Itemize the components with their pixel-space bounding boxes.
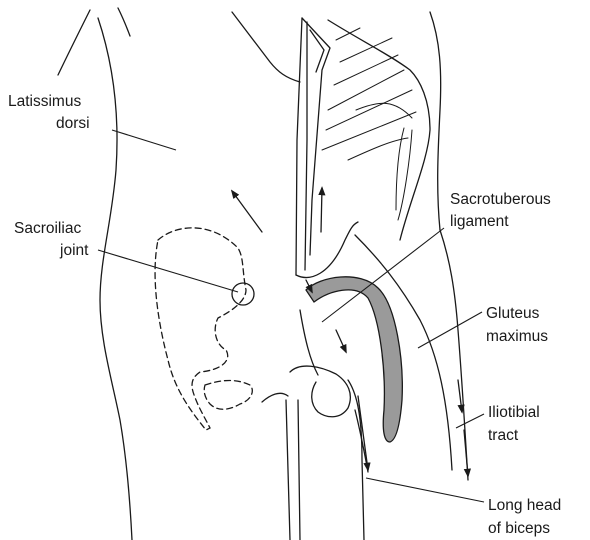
- label-sacrotuberous-line1: Sacrotuberous: [450, 191, 551, 208]
- scapula-edge: [232, 12, 300, 82]
- pelvis-dashed-outline: [155, 228, 246, 430]
- ischial-tuberosity: [290, 366, 350, 417]
- muscle-fiber-1: [336, 28, 360, 40]
- torso-right-outline: [440, 230, 468, 480]
- arrow-glute-down: [336, 330, 346, 352]
- label-sacroiliac-line2: joint: [59, 242, 89, 259]
- thigh-right-outline: [355, 235, 452, 470]
- label-biceps-line1: Long head: [488, 497, 561, 514]
- leader-latissimus: [112, 130, 176, 150]
- leader-biceps: [366, 478, 484, 502]
- leader-iliotibial: [456, 414, 484, 428]
- spine-band-left: [296, 18, 302, 275]
- muscle-fiber-6: [322, 112, 416, 150]
- femur-right-curve: [348, 380, 364, 540]
- label-latissimus-line1: Latissimus: [8, 93, 81, 110]
- muscle-block-outline: [328, 20, 430, 240]
- sacroiliac-joint-circle: [232, 283, 254, 305]
- spine-band-mid: [305, 22, 307, 270]
- label-latissimus-line2: dorsi: [56, 115, 90, 132]
- obturator-dashed: [204, 380, 252, 409]
- label-gluteus-line1: Gluteus: [486, 305, 540, 322]
- femur-outline-left: [286, 400, 290, 540]
- muscle-fiber-7: [356, 103, 412, 118]
- leader-sacroiliac: [98, 250, 238, 292]
- label-iliotibial-line2: tract: [488, 427, 519, 444]
- sacrotuberous-ligament-band: [306, 277, 402, 442]
- armpit-outline: [58, 10, 90, 75]
- leader-gluteus: [418, 312, 482, 348]
- arrow-lat-upward: [232, 191, 262, 232]
- muscle-fiber-4: [328, 70, 404, 110]
- arrow-spine-upward: [321, 188, 322, 232]
- femur-outline-inner: [298, 400, 300, 540]
- left-arm-outline: [118, 8, 130, 36]
- right-flank-top: [430, 12, 441, 230]
- hip-curve: [262, 393, 288, 402]
- label-iliotibial-line1: Iliotibial: [488, 404, 540, 421]
- muscle-fiber-3: [334, 55, 398, 85]
- torso-left-outline: [98, 18, 132, 540]
- arrow-biceps-down: [358, 396, 368, 470]
- muscle-fiber-2: [340, 38, 392, 62]
- label-sacroiliac-line1: Sacroiliac: [14, 220, 81, 237]
- label-sacrotuberous-line2: ligament: [450, 213, 509, 230]
- gluteal-fold: [300, 310, 318, 375]
- label-biceps-line2: of biceps: [488, 520, 550, 537]
- spine-band-top2: [310, 30, 324, 72]
- label-gluteus-line2: maximus: [486, 328, 548, 345]
- muscle-fiber-5: [326, 90, 412, 130]
